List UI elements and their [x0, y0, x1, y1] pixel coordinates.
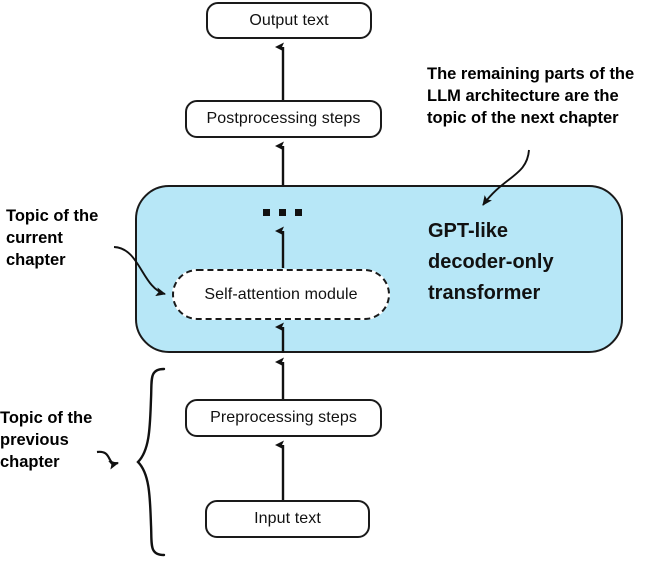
ellipsis-dot — [279, 209, 286, 216]
ellipsis-dots — [263, 209, 302, 216]
node-output-text-label: Output text — [249, 11, 329, 29]
transformer-block-label: GPT-like decoder-only transformer — [428, 220, 554, 304]
node-self-attention-label: Self-attention module — [204, 285, 358, 303]
node-postprocessing-steps[interactable]: Postprocessing steps — [185, 100, 382, 138]
node-self-attention-module[interactable]: Self-attention module — [172, 269, 390, 320]
ellipsis-dot — [263, 209, 270, 216]
brace-previous-chapter — [136, 367, 166, 557]
node-preprocessing-steps[interactable]: Preprocessing steps — [185, 399, 382, 437]
annotation-previous-chapter: Topic of the previous chapter — [0, 409, 93, 471]
ellipsis-dot — [295, 209, 302, 216]
node-output-text[interactable]: Output text — [206, 2, 372, 39]
annotation-current-chapter: Topic of the current chapter — [6, 207, 99, 269]
node-input-text[interactable]: Input text — [205, 500, 370, 538]
annotation-next-chapter: The remaining parts of the LLM architect… — [427, 65, 635, 127]
node-preprocessing-label: Preprocessing steps — [210, 409, 357, 426]
node-input-text-label: Input text — [254, 510, 321, 527]
node-postprocessing-label: Postprocessing steps — [206, 110, 361, 127]
